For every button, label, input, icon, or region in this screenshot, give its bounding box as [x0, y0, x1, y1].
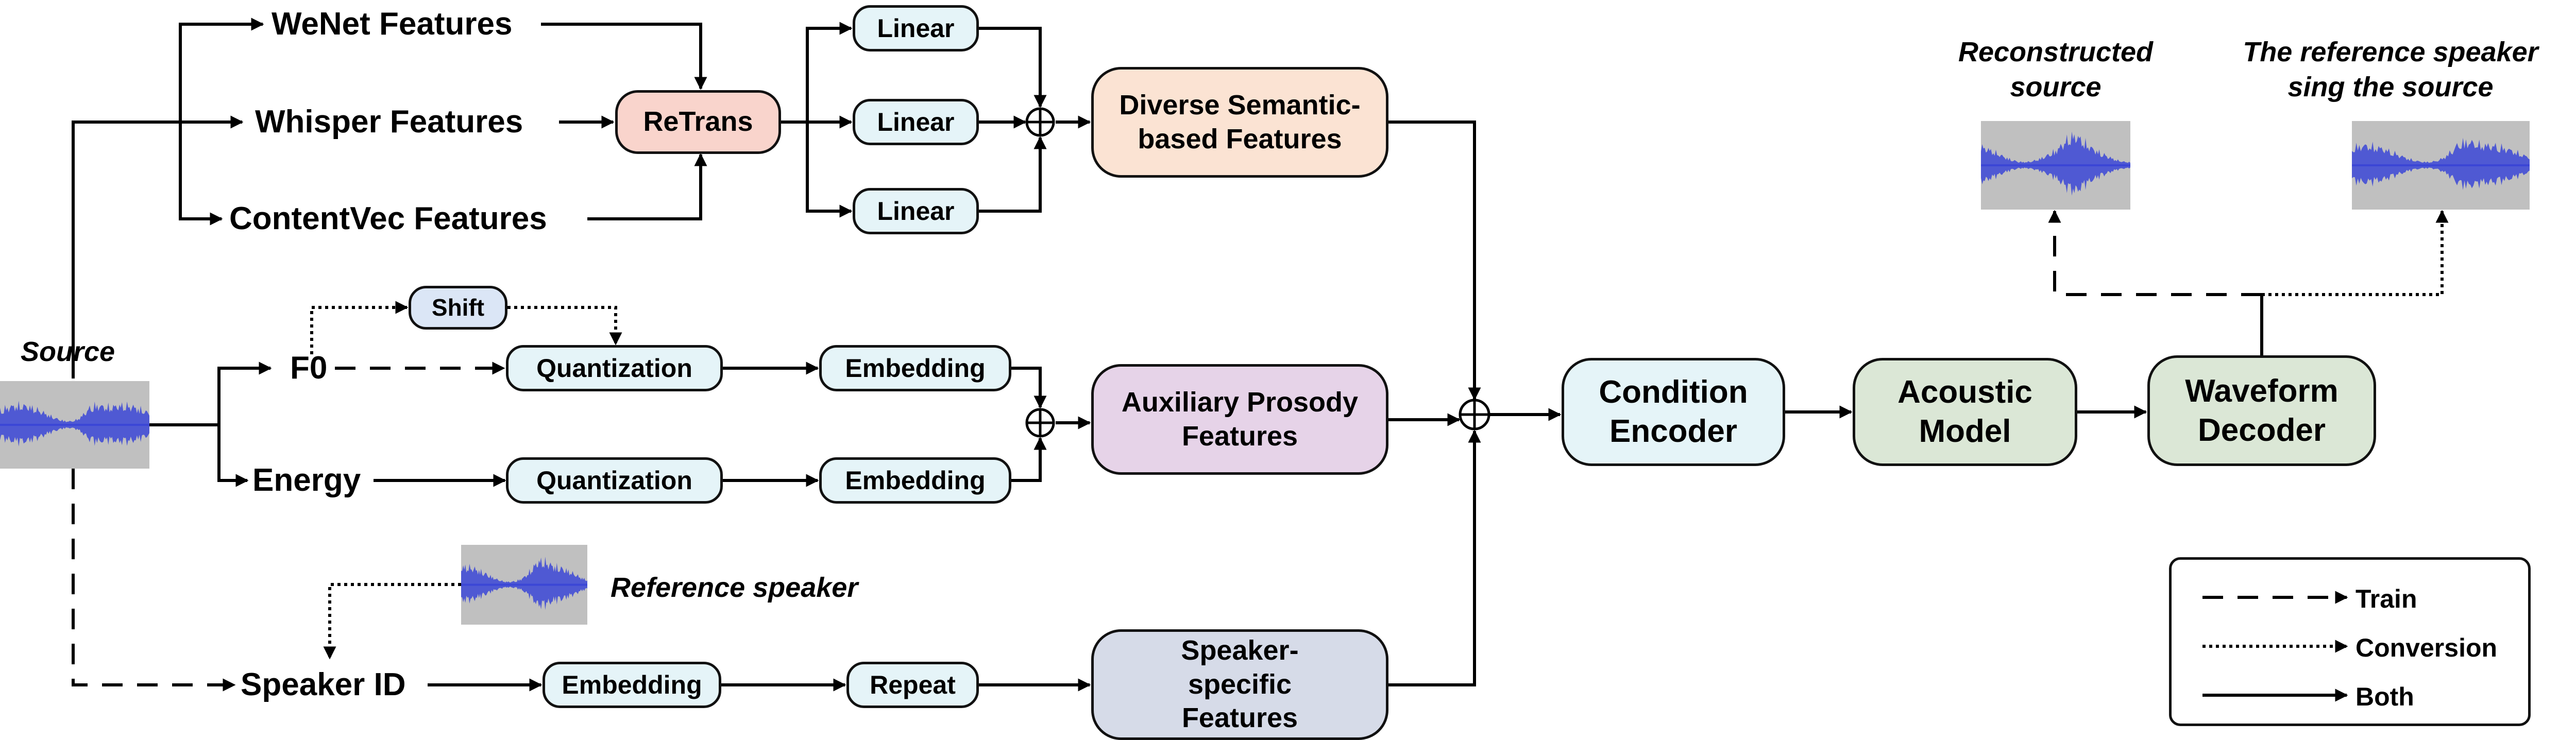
edge-source-contentvec — [179, 122, 223, 226]
linear-block-bot: Linear — [853, 188, 979, 234]
legend-both-label: Both — [2355, 682, 2414, 711]
edge-decoder-reconstructed-train — [2048, 210, 2262, 296]
diverse-semantic-features-block: Diverse Semantic-based Features — [1091, 67, 1388, 178]
linear-block-mid: Linear — [853, 99, 979, 145]
energy-label: Energy — [252, 462, 361, 498]
retrans-block: ReTrans — [615, 90, 781, 154]
speaker-specific-features-block: Speaker-specific Features — [1091, 629, 1388, 740]
f0-label: F0 — [290, 350, 328, 386]
edge-linear-bot-sum — [979, 136, 1047, 213]
source-waveform — [0, 381, 149, 469]
edge-contentvec-retrans — [587, 153, 707, 220]
edge-embed-energy-sum — [1011, 437, 1047, 482]
speaker-id-label: Speaker ID — [241, 667, 406, 702]
embedding-block-f0: Embedding — [819, 345, 1011, 391]
whisper-features-label: Whisper Features — [255, 104, 523, 140]
waveform-decoder-block: Waveform Decoder — [2147, 355, 2376, 466]
edge-to-linear-top — [806, 22, 853, 122]
reference-speaker-sing-label: The reference speaker sing the source — [2243, 37, 2538, 102]
edge-source-wenet — [179, 18, 264, 122]
edge-wenet-retrans — [541, 23, 707, 90]
edge-linear-top-sum — [979, 27, 1047, 108]
reference-speaker-label: Reference speaker — [611, 572, 858, 603]
contentvec-features-label: ContentVec Features — [229, 201, 547, 236]
reconstructed-source-label: Reconstructed source — [1958, 37, 2154, 102]
edge-semantic-mainsum — [1388, 121, 1481, 401]
edge-to-f0 — [217, 362, 272, 425]
embedding-block-energy: Embedding — [819, 457, 1011, 504]
edge-to-linear-bot — [806, 122, 853, 218]
sum-node-prosody — [1025, 408, 1055, 438]
quantization-block-energy: Quantization — [506, 457, 723, 504]
edge-source-speakerid-train — [72, 469, 236, 692]
sum-node-semantic — [1025, 107, 1055, 137]
reconstructed-waveform — [1981, 121, 2130, 210]
converted-waveform — [2352, 121, 2530, 210]
legend-conversion-label: Conversion — [2355, 633, 2498, 662]
condition-encoder-block: Condition Encoder — [1562, 358, 1785, 466]
shift-block: Shift — [409, 286, 507, 330]
acoustic-model-block: Acoustic Model — [1853, 358, 2077, 466]
edge-f0-shift-conversion — [310, 301, 409, 354]
legend: Train Conversion Both — [2169, 557, 2531, 726]
repeat-block: Repeat — [846, 662, 979, 708]
reference-speaker-waveform — [461, 545, 587, 625]
auxiliary-prosody-features-block: Auxiliary Prosody Features — [1091, 364, 1388, 475]
legend-train-label: Train — [2355, 584, 2417, 613]
edge-ref-speakerid-conversion — [323, 583, 461, 660]
sum-node-main — [1459, 399, 1490, 431]
quantization-block-f0: Quantization — [506, 345, 723, 391]
edge-to-energy — [217, 425, 249, 487]
edge-decoder-converted-conversion — [2262, 210, 2449, 296]
embedding-block-speaker: Embedding — [543, 662, 721, 708]
edge-embed-f0-sum — [1011, 367, 1047, 409]
edge-speaker-mainsum — [1388, 429, 1481, 686]
linear-block-top: Linear — [853, 5, 979, 51]
source-label: Source — [21, 336, 115, 367]
wenet-features-label: WeNet Features — [272, 6, 513, 42]
edge-shift-quant-conversion — [507, 306, 622, 346]
